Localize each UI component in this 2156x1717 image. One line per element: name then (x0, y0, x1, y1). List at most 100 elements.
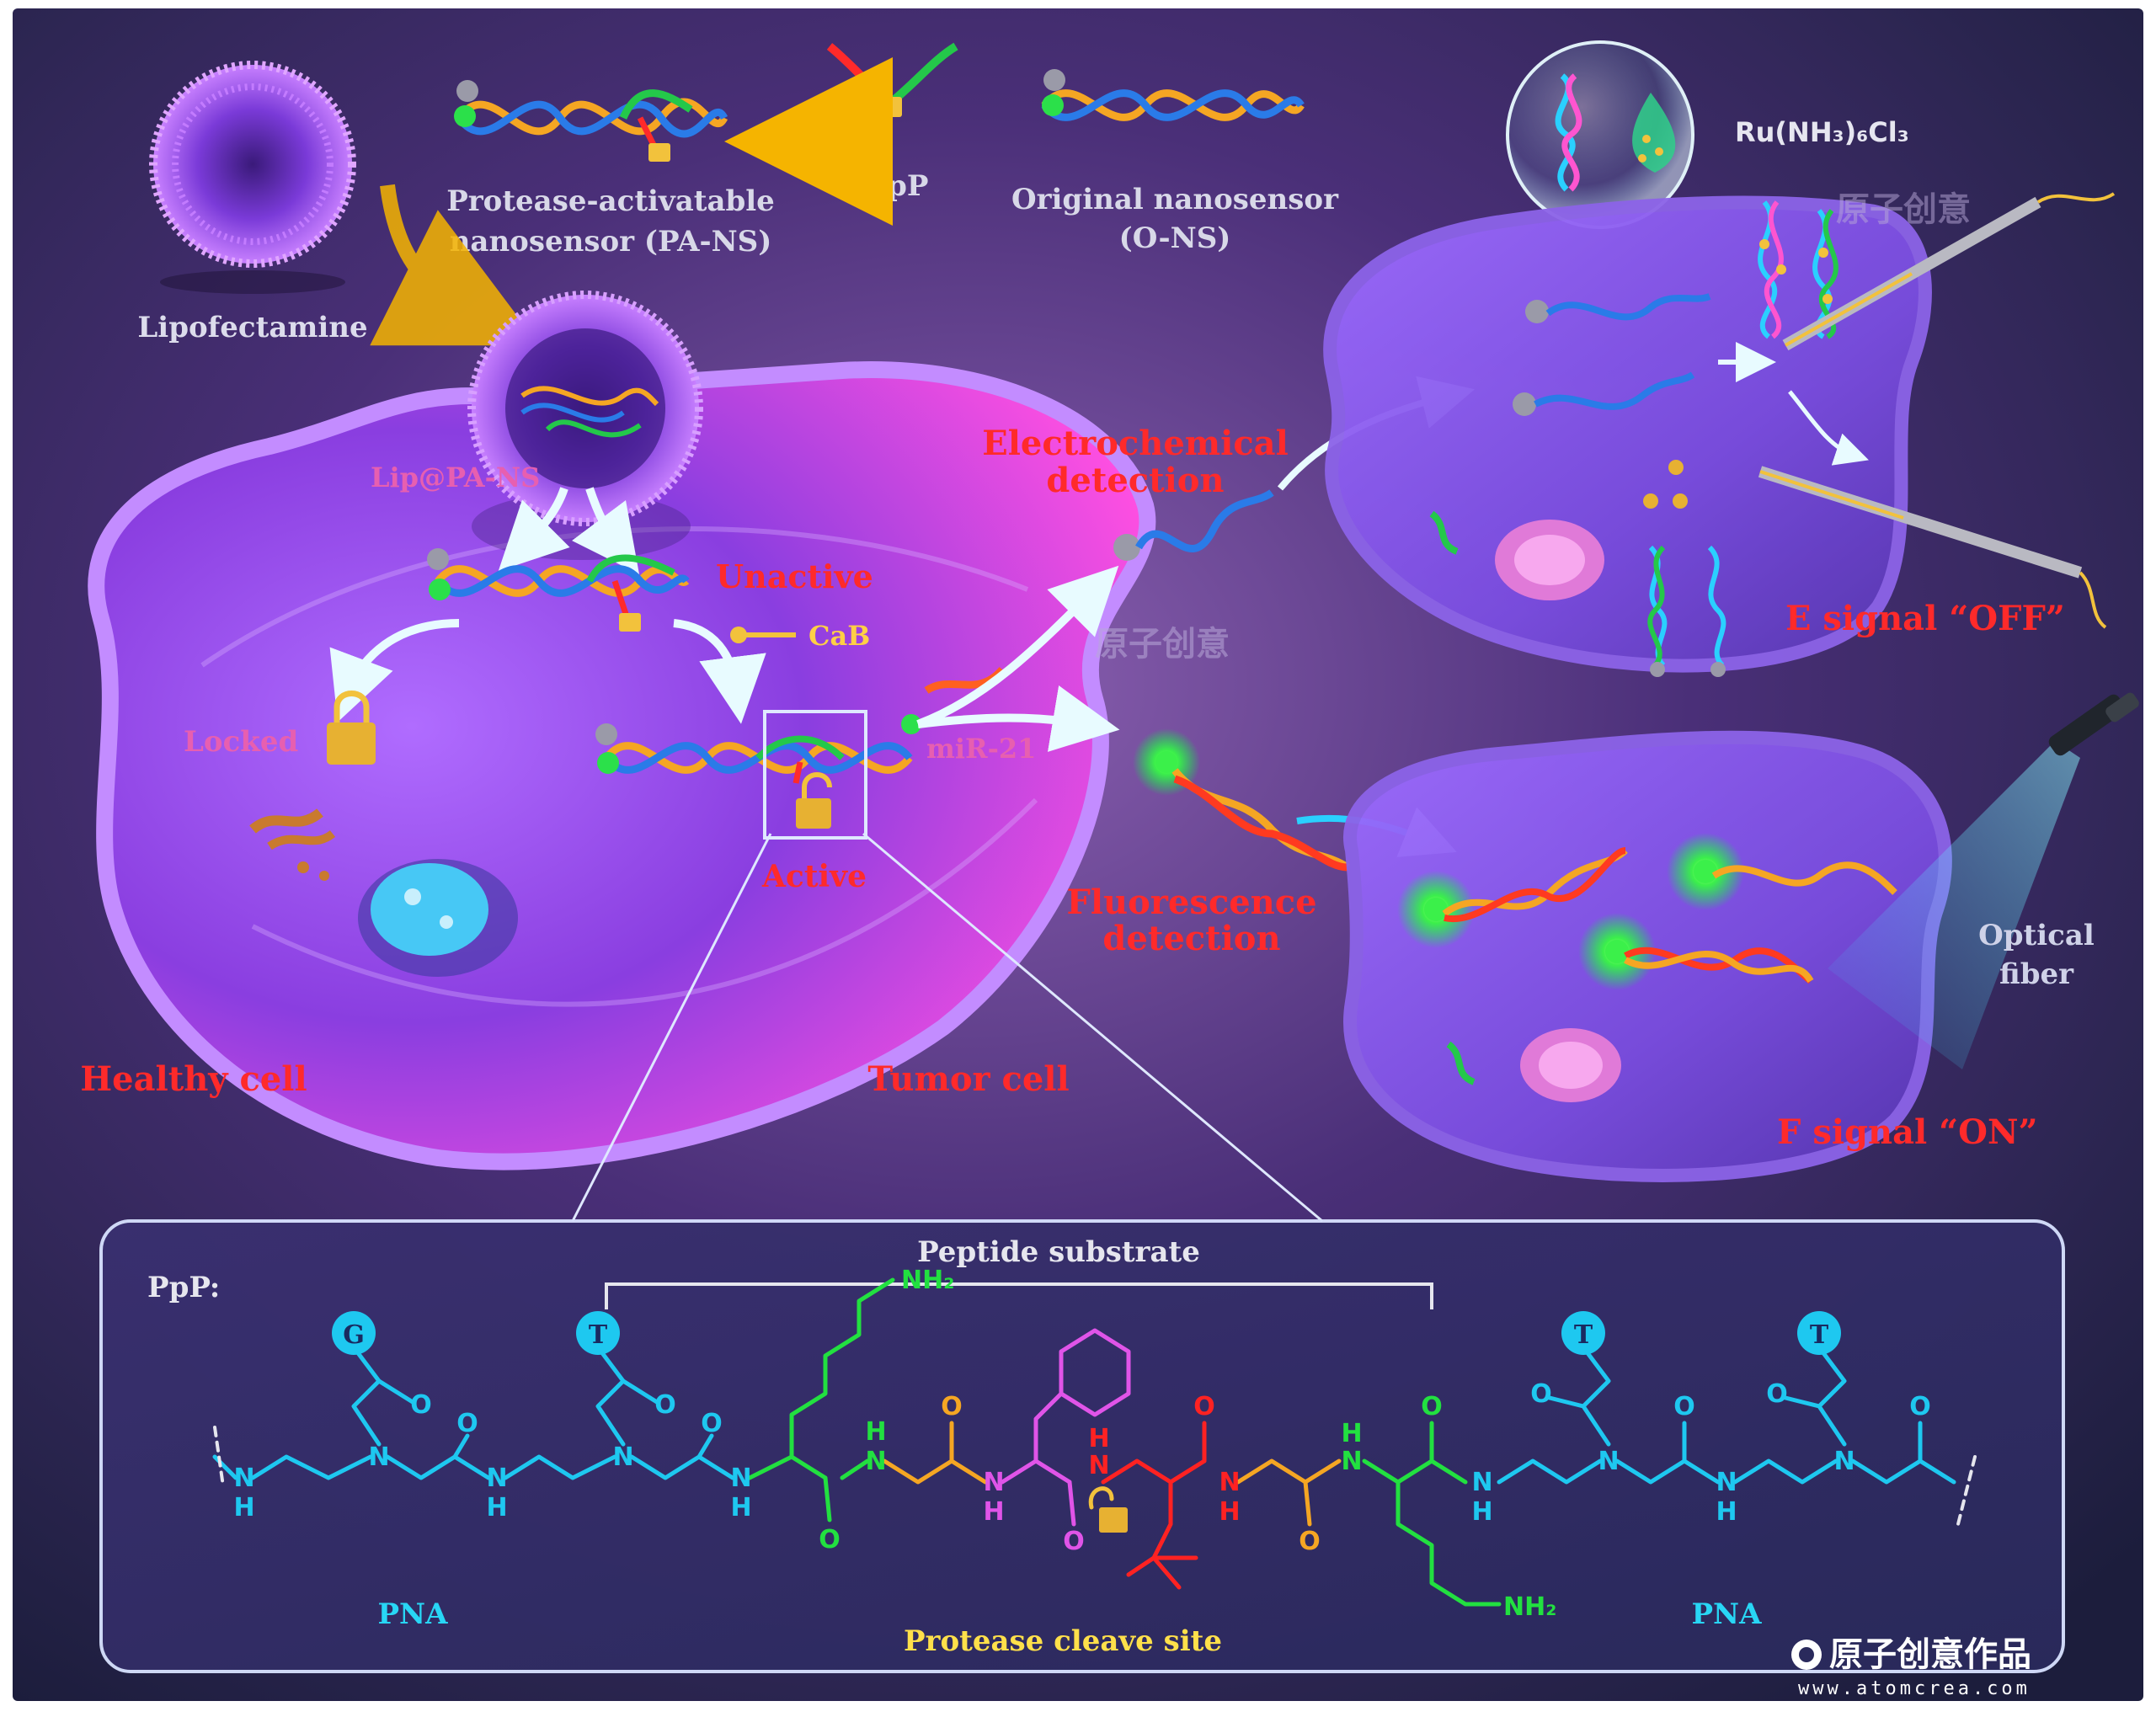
svg-text:T: T (1810, 1320, 1829, 1350)
lysine-residue-right (1362, 1421, 1502, 1607)
svg-text:O: O (1766, 1379, 1788, 1409)
watermark-top: 原子创意 (1836, 190, 1971, 229)
svg-text:T: T (589, 1320, 608, 1350)
f-cell-contents (1397, 833, 1897, 1102)
peptide-substrate-label: Peptide substrate (917, 1235, 1200, 1269)
unlock-icon (1088, 1486, 1128, 1533)
svg-text:N: N (1716, 1468, 1737, 1497)
lipofectamine-icon (149, 61, 356, 294)
svg-text:N: N (1471, 1468, 1492, 1497)
svg-text:N: N (983, 1468, 1004, 1497)
electrochemical-probe-icon (1113, 489, 1274, 561)
o-ns-label-line2: (O-NS) (1119, 221, 1231, 255)
pa-ns-label-line1: Protease-activatable (446, 184, 775, 218)
zoom-line-right (862, 832, 1323, 1223)
svg-text:H: H (1471, 1497, 1492, 1527)
svg-text:O: O (410, 1390, 432, 1420)
electrode-icon (1758, 192, 2116, 629)
svg-text:O: O (1063, 1527, 1085, 1556)
svg-text:N: N (486, 1464, 507, 1493)
active-label: Active (761, 859, 867, 894)
lip-pa-ns-liposome-icon (467, 291, 703, 526)
lock-icon (619, 613, 641, 632)
svg-text:N: N (865, 1447, 886, 1476)
organelle-debris-icon (249, 808, 336, 881)
peptide-substrate-bracket (605, 1282, 1433, 1309)
svg-text:H: H (865, 1417, 886, 1447)
svg-text:O: O (1299, 1527, 1321, 1556)
svg-text:NH₂: NH₂ (1503, 1592, 1556, 1622)
svg-text:H: H (486, 1493, 507, 1522)
pna-segment-left (212, 1345, 735, 1480)
svg-text:T: T (1574, 1320, 1593, 1350)
svg-text:N: N (1341, 1447, 1362, 1476)
cab-label: CaB (808, 620, 870, 652)
optical-fiber-label-line1: Optical (1978, 919, 2095, 952)
unactive-dna-icon (427, 548, 690, 632)
svg-text:O: O (1421, 1392, 1443, 1421)
base-t-right2: T (1797, 1311, 1841, 1355)
protease-cleave-site-label: Protease cleave site (904, 1624, 1222, 1658)
fluorescence-label-line2: detection (1102, 919, 1280, 958)
svg-text:O: O (819, 1525, 841, 1554)
lip-pa-ns-label: Lip@PA-NS (371, 461, 540, 493)
watermark-mid: 原子创意 (1095, 625, 1230, 664)
o-ns-dna-icon (1041, 69, 1305, 121)
f-signal-label: F signal “ON” (1777, 1112, 2038, 1152)
ppp-structure-label: PpP: (147, 1271, 220, 1304)
svg-text:O: O (456, 1409, 478, 1438)
svg-text:G: G (343, 1320, 365, 1350)
key-icon (730, 627, 796, 643)
svg-text:O: O (1673, 1392, 1695, 1421)
fluorescence-label-line1: Fluorescence (1066, 882, 1316, 922)
optical-fiber-icon (2048, 692, 2139, 756)
brand-name: 原子创意作品 (1829, 1635, 2031, 1674)
mir21-label: miR-21 (926, 733, 1036, 765)
svg-text:N: N (368, 1442, 389, 1472)
active-site-highlight-box (763, 710, 867, 840)
fluorescence-probe-icon (1133, 728, 1350, 872)
atom-labels: N H N O O N H N O O N H NH₂ O N H O N H … (233, 1266, 1930, 1622)
nucleus-icon (358, 859, 518, 977)
light-beam (1828, 741, 2080, 1069)
ru-reagent-label: Ru(NH₃)₆Cl₃ (1735, 116, 1909, 148)
svg-text:H: H (233, 1493, 254, 1522)
base-g-left: G (332, 1311, 376, 1355)
glycine-residue-2 (1235, 1458, 1342, 1527)
arrow-to-locked (329, 619, 460, 723)
electrochemical-label-line1: Electrochemical (982, 424, 1289, 463)
svg-text:N: N (730, 1464, 751, 1493)
ppp-chemical-structure (212, 1277, 1977, 1607)
arrow-to-lip-pa-ns (370, 184, 540, 346)
lock-icon (648, 143, 670, 162)
arrow-release-left (498, 487, 570, 572)
svg-text:H: H (1088, 1424, 1109, 1453)
electrochemical-label-line2: detection (1046, 461, 1224, 500)
locked-label: Locked (184, 725, 298, 759)
base-t-right1: T (1561, 1311, 1605, 1355)
svg-text:N: N (1598, 1447, 1619, 1476)
arrow-to-electrochemical (916, 565, 1119, 728)
svg-text:H: H (983, 1497, 1004, 1527)
arrow-to-active (673, 619, 766, 724)
svg-text:O: O (1909, 1392, 1931, 1421)
svg-text:O: O (654, 1390, 676, 1420)
pa-ns-label-line2: nanosensor (PA-NS) (450, 225, 772, 259)
arrow-release-right (572, 487, 639, 575)
active-dna-icon (595, 714, 921, 784)
zoom-line-left (571, 833, 772, 1222)
leucine-residue (1101, 1421, 1207, 1590)
ru-reagent-bubble-icon (1506, 40, 1694, 229)
svg-text:O: O (1530, 1379, 1552, 1409)
brand-watermark: 原子创意作品 www.atomcrea.com (1791, 1635, 2031, 1699)
pna-right-label: PNA (1691, 1597, 1762, 1631)
svg-text:H: H (1219, 1497, 1240, 1527)
ppp-label: PpP (866, 169, 929, 203)
svg-text:NH₂: NH₂ (901, 1266, 954, 1295)
svg-text:N: N (1088, 1451, 1109, 1480)
svg-text:O: O (941, 1392, 963, 1421)
pna-segment-right (1497, 1345, 1956, 1485)
svg-text:H: H (730, 1493, 751, 1522)
optical-fiber-label-line2: fiber (1999, 957, 2074, 991)
